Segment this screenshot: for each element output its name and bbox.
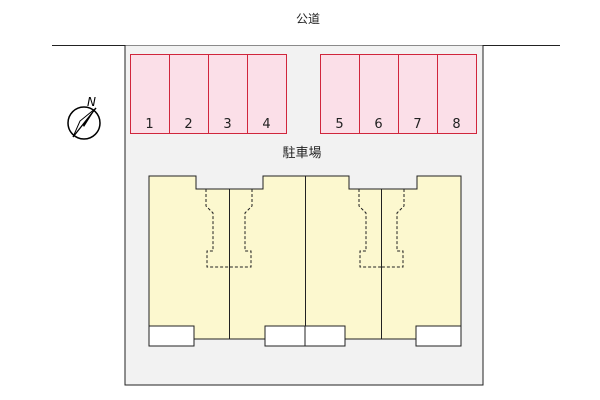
parking-space-number: 6 (374, 117, 382, 132)
stair-outline (205, 189, 229, 268)
parking-space-number: 1 (145, 117, 153, 132)
parking-space-number: 4 (262, 117, 270, 132)
parking-space (398, 54, 438, 134)
parking-space (437, 54, 477, 134)
parking-space-number: 8 (452, 117, 460, 132)
parking-space-number: 2 (184, 117, 192, 132)
parking-space-number: 5 (335, 117, 343, 132)
storage-box (264, 325, 306, 347)
north-arrow-icon: N (67, 95, 101, 140)
stair-outline (381, 189, 405, 268)
road-label: 公道 (296, 12, 320, 26)
parking-space-number: 7 (413, 117, 421, 132)
stair-outline (229, 189, 253, 268)
stair-outline (358, 189, 381, 268)
parking-space (130, 54, 170, 134)
parking-space (320, 54, 360, 134)
storage-box (148, 325, 195, 347)
parking-space (247, 54, 287, 134)
storage-box (304, 325, 346, 347)
compass-north-label: N (87, 95, 96, 109)
parking-space (169, 54, 209, 134)
parking-space-number: 3 (223, 117, 231, 132)
parking-lot-label: 駐車場 (282, 146, 321, 161)
parking-spaces: 1 2 3 4 5 6 7 8 (130, 54, 477, 134)
apartment-building (148, 175, 462, 347)
storage-box (415, 325, 462, 347)
